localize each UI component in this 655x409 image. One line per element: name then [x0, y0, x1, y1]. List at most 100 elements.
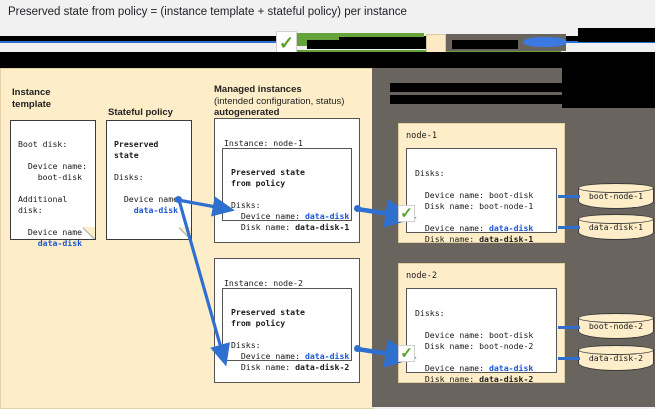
it-line-4: boot-disk — [18, 172, 83, 182]
it-line-1: Boot disk: — [18, 139, 68, 149]
sp-line-4: Disks: — [114, 172, 144, 182]
n1-data-device-label: Device name: — [415, 223, 489, 233]
node-1-disks-box: Disks: Device name: boot-disk Disk name:… — [406, 148, 557, 244]
legend-green-bar-a — [295, 33, 424, 37]
disk-cylinder-boot-node-2: boot-node-2 — [578, 313, 654, 339]
it-line-3: Device name: — [18, 161, 88, 171]
cylinder-top — [578, 345, 654, 355]
redaction-bar-upper-right — [578, 28, 655, 42]
mi1-device-value: data-disk — [304, 211, 350, 221]
status-check-node-2: ✓ — [398, 345, 415, 362]
cylinder-label: data-disk-1 — [588, 222, 644, 232]
cylinder-top — [578, 214, 654, 224]
instance-template-card: Boot disk: Device name: boot-disk Additi… — [10, 120, 96, 248]
n1-boot-disk-label: Disk name: — [415, 201, 480, 211]
link-node1-boot-cylinder — [558, 195, 580, 198]
sp-line-2: state — [114, 150, 139, 160]
redaction-bar-legend-1 — [307, 40, 427, 49]
managed-instances-heading-line3: autogenerated — [214, 107, 280, 118]
n2-boot-disk-label: Disk name: — [415, 341, 480, 351]
check-icon: ✓ — [278, 32, 295, 53]
mi1-t1: Preserved state — [231, 167, 305, 177]
mi2-t1: Preserved state — [231, 307, 305, 317]
node-2-title: node-2 — [406, 271, 438, 281]
mi1-disk-value: data-disk-1 — [295, 222, 350, 232]
page-title: Preserved state from policy = (instance … — [8, 6, 407, 18]
it-line-9: Device name: — [18, 227, 88, 237]
managed-instance-1-preserved-state: Preserved state from policy Disks: Devic… — [222, 148, 352, 232]
column-heading-managed-instances: Managed instances (intended configuratio… — [214, 84, 344, 119]
mi2-instance-line: Instance: node-2 — [224, 278, 303, 288]
mi2-disk-value: data-disk-2 — [295, 362, 350, 372]
cylinder-top — [578, 183, 654, 193]
check-icon: ✓ — [400, 205, 413, 222]
n2-boot-device-value: boot-disk — [488, 330, 534, 340]
sp-line-1: Preserved — [114, 139, 159, 149]
cylinder-body — [578, 188, 654, 209]
mi2-device-label: Device name: — [231, 351, 305, 361]
disk-cylinder-boot-node-1: boot-node-1 — [578, 183, 654, 209]
n2-boot-device-label: Device name: — [415, 330, 489, 340]
redaction-bar-legend-wide — [0, 52, 655, 68]
mi2-t2: from policy — [231, 318, 286, 328]
n2-boot-disk-value: boot-node-2 — [479, 341, 534, 351]
stateful-policy-card: Preserved state Disks: Device name: data… — [106, 120, 192, 240]
it-line-7: disk: — [18, 205, 43, 215]
n1-boot-device-label: Device name: — [415, 190, 489, 200]
cylinder-label: boot-node-1 — [588, 191, 644, 201]
status-check-node-1: ✓ — [398, 205, 415, 222]
n2-disks-label: Disks: — [415, 308, 445, 318]
mi2-device-value: data-disk — [304, 351, 350, 361]
n2-data-disk-value: data-disk-2 — [479, 374, 534, 384]
redaction-bar-legend-3 — [452, 40, 518, 49]
mi1-disk-label: Disk name: — [231, 222, 296, 232]
connector-origin-dot-mi2 — [354, 345, 361, 352]
connector-origin-dot-mi1 — [354, 205, 361, 212]
note-fold-corner — [83, 227, 96, 240]
n1-data-disk-label: Disk name: — [415, 234, 480, 244]
cylinder-body — [578, 219, 654, 240]
mi1-device-label: Device name: — [231, 211, 305, 221]
redaction-gray-heading-2 — [390, 95, 655, 104]
mi1-instance-line: Instance: node-1 — [224, 138, 303, 148]
it-data-disk-value: data-disk — [18, 238, 83, 248]
cylinder-label: data-disk-2 — [588, 353, 644, 363]
check-icon: ✓ — [400, 345, 413, 362]
stateful-policy-heading: Stateful policy — [108, 107, 173, 118]
redaction-gray-heading-1 — [390, 83, 590, 92]
managed-instances-heading-line2: (intended configuration, status) — [214, 95, 345, 107]
node-2-disks-box: Disks: Device name: boot-disk Disk name:… — [406, 288, 557, 384]
sp-line-6: Device name: — [114, 194, 184, 204]
column-heading-instance-template: Instance template — [12, 87, 51, 110]
cylinder-body — [578, 350, 654, 371]
column-heading-stateful-policy: Stateful policy — [108, 107, 173, 119]
n1-data-disk-value: data-disk-1 — [479, 234, 534, 244]
mi1-t2: from policy — [231, 178, 286, 188]
n1-disks-label: Disks: — [415, 168, 445, 178]
cylinder-top — [578, 313, 654, 323]
n1-boot-device-value: boot-disk — [488, 190, 534, 200]
link-node2-boot-cylinder — [558, 326, 580, 329]
connector-origin-dot-policy — [175, 196, 182, 203]
instance-template-heading-line2: template — [12, 98, 52, 110]
link-node1-data-cylinder — [558, 226, 580, 229]
instance-template-heading-line1: Instance — [12, 87, 51, 98]
it-line-6: Additional — [18, 194, 68, 204]
redaction-gray-heading-3 — [562, 68, 655, 108]
mi2-disk-label: Disk name: — [231, 362, 296, 372]
n1-data-device-value: data-disk — [488, 223, 534, 233]
cylinder-label: boot-node-2 — [588, 321, 644, 331]
managed-instance-2-preserved-state: Preserved state from policy Disks: Devic… — [222, 288, 352, 372]
n1-boot-disk-value: boot-node-1 — [479, 201, 534, 211]
disk-cylinder-data-disk-2: data-disk-2 — [578, 345, 655, 373]
managed-instances-heading-line1: Managed instances — [214, 84, 302, 95]
n2-data-disk-label: Disk name: — [415, 374, 480, 384]
n2-data-device-label: Device name: — [415, 363, 489, 373]
disk-cylinder-data-disk-1: data-disk-1 — [578, 214, 655, 242]
mi1-t4: Disks: — [231, 200, 261, 210]
link-node2-data-cylinder — [558, 357, 580, 360]
n2-data-device-value: data-disk — [488, 363, 534, 373]
legend-check-icon: ✓ — [276, 31, 297, 54]
